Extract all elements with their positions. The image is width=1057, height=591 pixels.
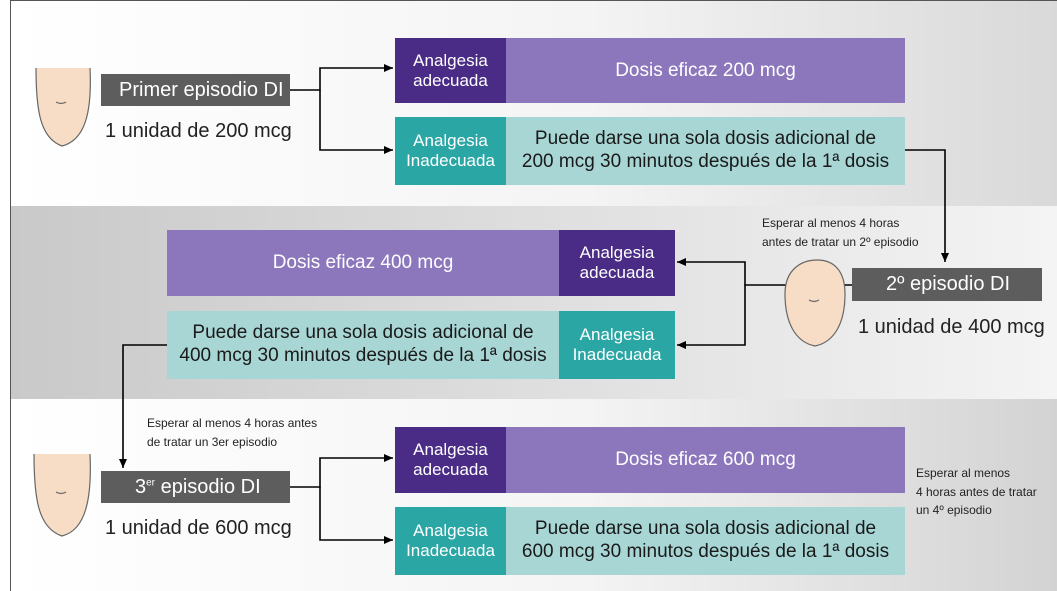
additional-dose-line2: 400 mcg 30 minutos después de la 1ª dosi… [179,345,547,366]
inadequate-label-line2: Inadecuada [572,345,662,364]
additional-dose-line1: Puede darse una sola dosis adicional de [192,322,534,344]
episode-2-label: 2º episodio DI [886,273,1011,295]
additional-dose-box: Puede darse una sola dosis adicional de … [506,507,905,575]
patient-face-icon [33,453,91,537]
arrow-ep2-to-inadequate [677,285,746,349]
additional-dose-line1: Puede darse una sola dosis adicional de [534,128,877,150]
episode-3-label-number: 3 [135,475,147,498]
patient-face-icon [35,67,91,147]
wait-note-line: Esperar al menos [916,466,1011,480]
additional-dose-box: Puede darse una sola dosis adicional de … [167,311,559,379]
frame-line [10,0,1057,1]
wait-note-line: Esperar al menos 4 horas antes [147,416,318,430]
adequate-label-line1: Analgesia [413,440,488,460]
episode-3-box: 3er episodio DI [101,471,290,503]
inadequate-label-line1: Analgesia [579,325,655,345]
arrow-to-episode-2 [905,149,949,262]
effective-dose-text: Dosis eficaz 200 mcg [615,59,796,81]
adequate-analgesia-box: Analgesia adecuada [395,427,506,493]
wait-note-line: Esperar al menos 4 horas [762,216,900,230]
wait-note-line: de tratar un 3er episodio [147,434,278,449]
adequate-analgesia-box: Analgesia adecuada [559,230,675,296]
effective-dose-text: Dosis eficaz 600 mcg [615,449,796,471]
wait-note-line: antes de tratar un 2º episodio [762,234,919,249]
additional-dose-box: Puede darse una sola dosis adicional de … [506,117,905,185]
episode-1-label: Primer episodio DI [119,78,284,101]
arrow-ep1-to-adequate [290,64,393,91]
wait-note-3: Esperar al menos 4 horas antes de tratar… [916,464,1037,520]
episode-3-label: 3er episodio DI [135,476,261,499]
effective-dose-text: Dosis eficaz 400 mcg [272,252,454,274]
wait-note-1: Esperar al menos 4 horas antes de tratar… [762,214,919,251]
additional-dose-line1: Puede darse una sola dosis adicional de [534,518,877,540]
episode-2-box: 2º episodio DI [852,268,1042,301]
adequate-analgesia-box: Analgesia adecuada [395,38,506,103]
arrow-ep3-to-inadequate [319,487,393,544]
episode-3-label-ordinal: er [146,476,156,488]
wait-note-line: 4 horas antes de tratar [916,484,1037,499]
episode-2-unit: 1 unidad de 400 mcg [858,316,1045,338]
episode-3-unit: 1 unidad de 600 mcg [105,517,292,539]
inadequate-label-line2: Inadecuada [406,541,495,560]
adequate-label-line2: adecuada [413,70,488,90]
arrow-to-episode-3 [119,344,167,468]
arrow-ep3-to-adequate [290,454,393,488]
additional-dose-line2: 600 mcg 30 minutos después de la 1ª dosi… [521,541,890,562]
frame-line [10,0,11,591]
arrow-ep1-to-inadequate [319,90,393,154]
wait-note-2: Esperar al menos 4 horas antes de tratar… [147,414,317,451]
episode-1-box: Primer episodio DI [101,74,290,106]
inadequate-analgesia-box: Analgesia Inadecuada [559,311,675,379]
inadequate-label-line1: Analgesia [413,131,488,151]
patient-face-icon [784,259,846,347]
effective-dose-box: Dosis eficaz 200 mcg [506,38,905,103]
wait-note-line: un 4º episodio [916,503,992,518]
episode-1-unit: 1 unidad de 200 mcg [105,120,292,142]
episode-3-label-text: episodio DI [155,475,261,498]
inadequate-analgesia-box: Analgesia Inadecuada [395,117,506,185]
adequate-label-line1: Analgesia [413,50,488,70]
inadequate-label-line2: Inadecuada [406,151,495,170]
inadequate-analgesia-box: Analgesia Inadecuada [395,507,506,575]
effective-dose-box: Dosis eficaz 600 mcg [506,427,905,493]
effective-dose-box: Dosis eficaz 400 mcg [167,230,559,296]
adequate-label-line1: Analgesia [579,243,655,263]
adequate-label-line2: adecuada [579,263,655,282]
inadequate-label-line1: Analgesia [413,521,488,541]
adequate-label-line2: adecuada [413,460,488,479]
additional-dose-line2: 200 mcg 30 minutos después de la 1ª dosi… [521,151,890,172]
